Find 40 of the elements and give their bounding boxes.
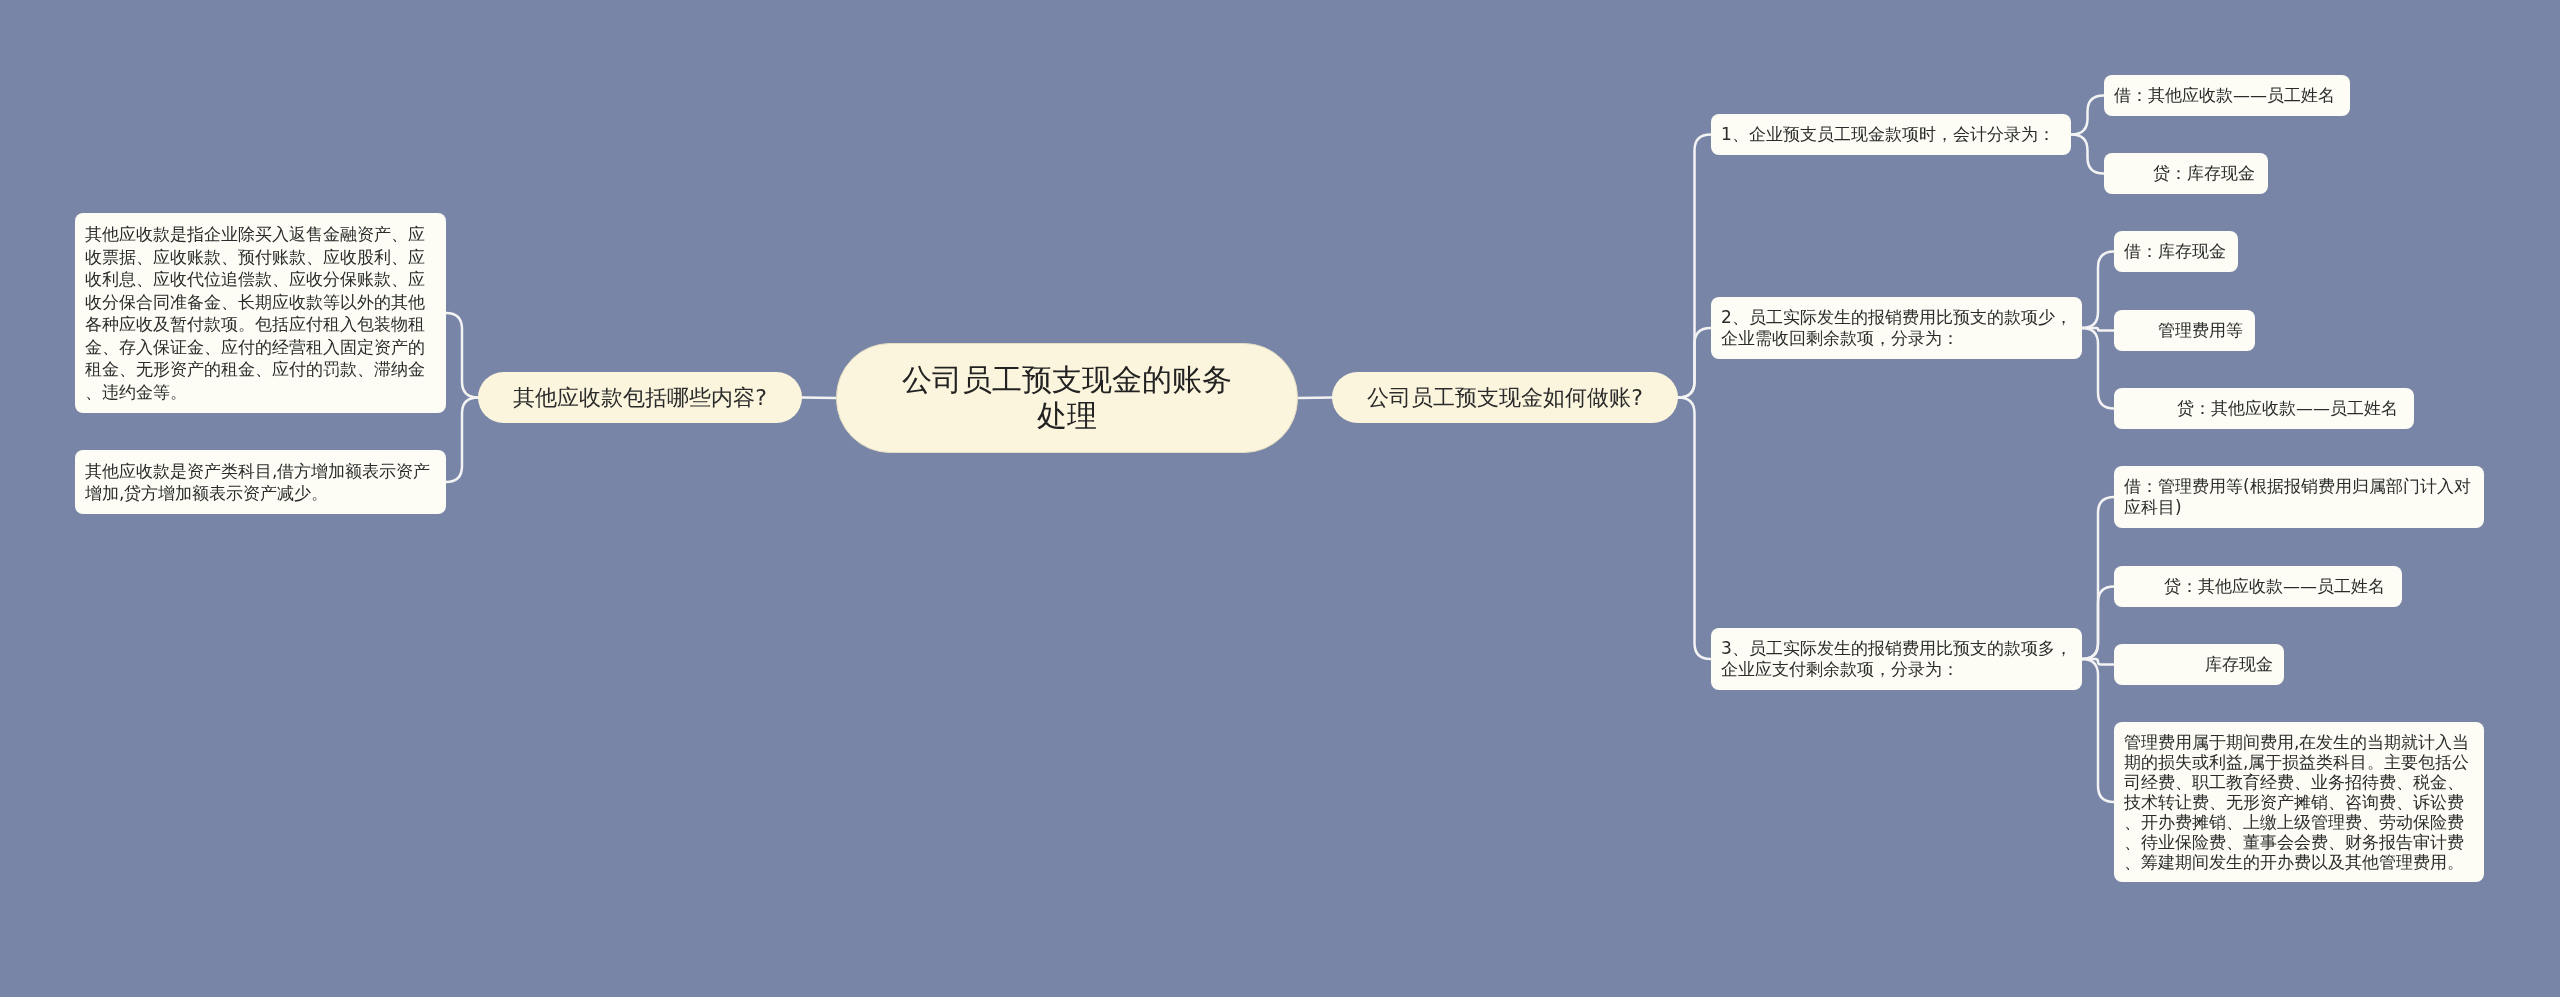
subtopic-card — [2114, 566, 2402, 607]
subtopic-card — [2114, 722, 2484, 882]
topic-text: 管理费用等 — [2158, 320, 2243, 341]
subtopic-card — [1711, 628, 2082, 690]
connector-line — [2080, 326, 2116, 410]
topic-text: 贷：其他应收款——员工姓名 — [2177, 398, 2398, 419]
connector-line — [2080, 657, 2116, 804]
topic-text: 3、员工实际发生的报销费用比预支的款项多，企业应支付剩余款项，分录为： — [1721, 638, 2072, 680]
connector-line — [800, 396, 838, 400]
subtopic-card — [2114, 466, 2484, 528]
topic-text: 借：库存现金 — [2124, 241, 2226, 262]
subtopic-card — [1711, 297, 2082, 359]
topic-text: 公司员工预支现金的账务处理 — [901, 362, 1233, 434]
topic-text: 借：管理费用等(根据报销费用归属部门计入对应科目) — [2124, 476, 2472, 518]
topic-text: 库存现金 — [2205, 654, 2273, 675]
topic-text: 其他应收款包括哪些内容? — [513, 383, 767, 412]
subtopic-card — [2114, 310, 2255, 351]
connector-line — [1296, 396, 1334, 400]
subtopic-card — [2114, 644, 2284, 685]
subtopic-card — [75, 213, 446, 413]
subtopic-card — [2104, 75, 2350, 116]
topic-text: 管理费用属于期间费用,在发生的当期就计入当期的损失或利益,属于损益类科目。主要包括公司经费、职工教育经费、业务招待费、税金、技术转让费、无形资产摊销、咨询费、诉讼费、开办费摊销、上缴上级管理费、劳动保险费、待业保险费、董事会会费、财务报告审计费、筹建期间发生的开办费以及其他管理费用。 — [2124, 732, 2471, 872]
topic-text: 贷：其他应收款——员工姓名 — [2164, 576, 2385, 597]
branch-topic — [478, 372, 802, 423]
connector-line — [1676, 396, 1713, 661]
topic-text: 1、企业预支员工现金款项时，会计分录为： — [1721, 124, 2055, 145]
connector-line — [2069, 133, 2106, 175]
topic-text: 其他应收款是指企业除买入返售金融资产、应收票据、应收账款、预付账款、应收股利、应收利息、应收代位追偿款、应收分保账款、应收分保合同准备金、长期应收款等以外的其他各种应收及暂付款项。包括应付租入包装物租金、存入保证金、应付的经营租入固定资产的租金、无形资产的租金、应付的罚款、滞纳金、违约金等。 — [85, 223, 426, 403]
topic-text: 借：其他应收款——员工姓名 — [2114, 85, 2335, 106]
topic-text: 贷：库存现金 — [2153, 163, 2255, 184]
subtopic-card — [75, 450, 446, 514]
subtopic-card — [2114, 388, 2414, 429]
topic-text: 公司员工预支现金如何做账? — [1367, 383, 1643, 412]
topic-text: 2、员工实际发生的报销费用比预支的款项少，企业需收回剩余款项，分录为： — [1721, 307, 2072, 349]
branch-topic — [1332, 372, 1678, 423]
subtopic-card — [2114, 231, 2238, 272]
connector-line — [444, 396, 480, 484]
subtopic-card — [2104, 153, 2268, 194]
subtopic-card — [1711, 114, 2071, 155]
topic-text: 其他应收款是资产类科目,借方增加额表示资产增加,贷方增加额表示资产减少。 — [85, 460, 432, 504]
